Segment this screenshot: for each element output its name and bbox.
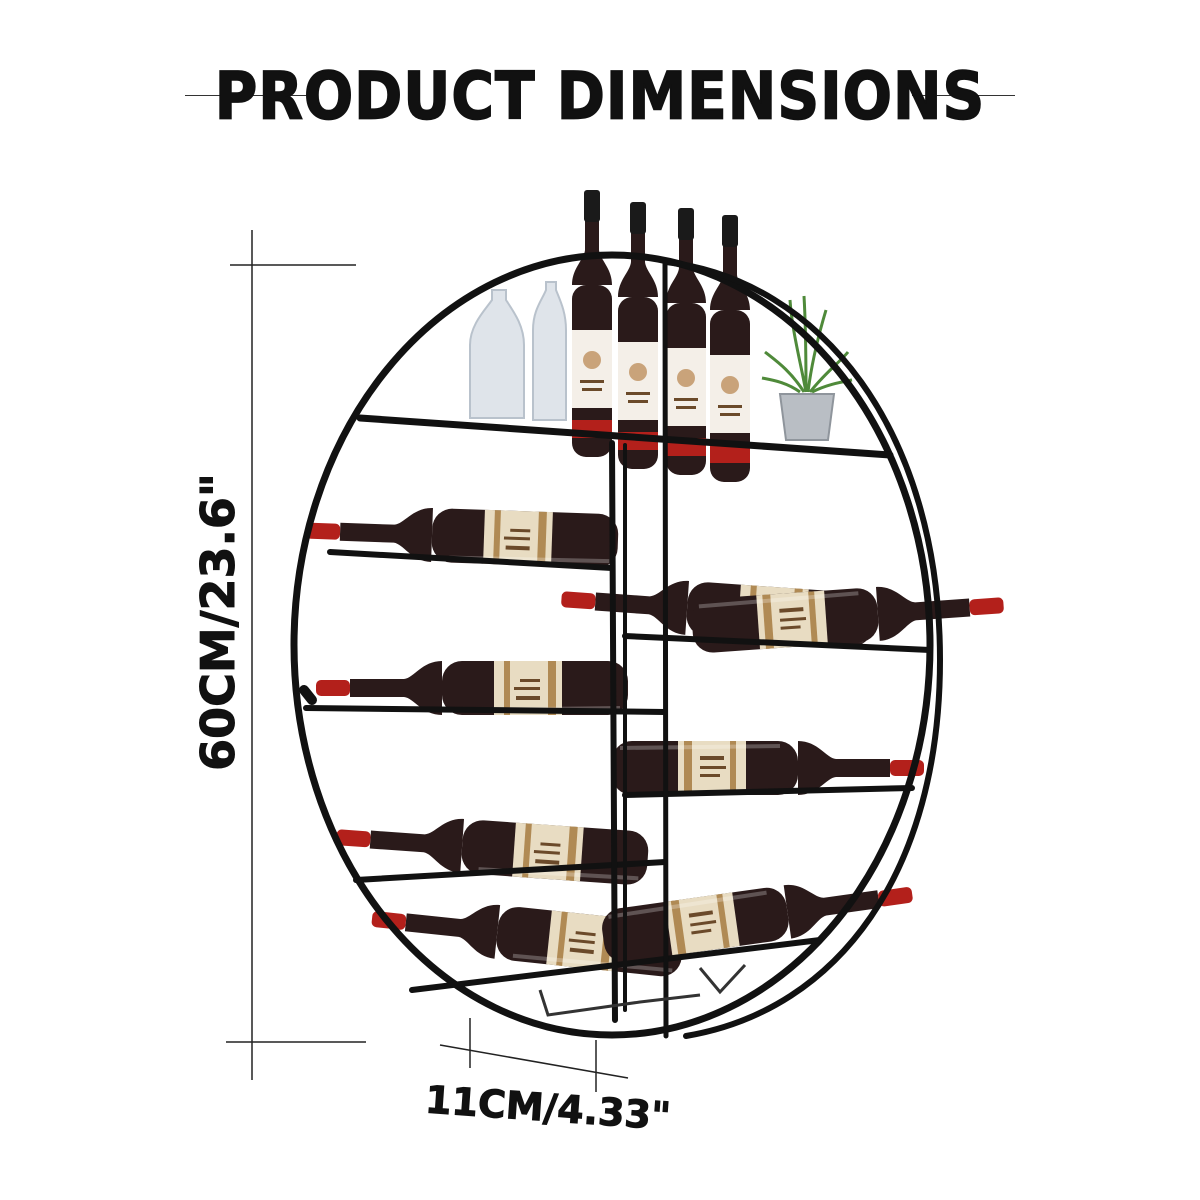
glass-holder-rails <box>538 963 747 1017</box>
rack-frame <box>290 251 944 1039</box>
depth-dimension-line <box>439 1018 629 1092</box>
page-title: PRODUCT DIMENSIONS <box>214 57 986 135</box>
top-shelf-items <box>469 190 853 482</box>
glass-decanter-icon <box>469 281 567 421</box>
height-dimension-label: 60CM/23.6" <box>191 473 246 772</box>
title-rule-left <box>185 95 310 96</box>
height-dimension-line <box>226 230 366 1080</box>
title-rule-right <box>912 95 1015 96</box>
rack-bottles <box>305 504 1008 981</box>
